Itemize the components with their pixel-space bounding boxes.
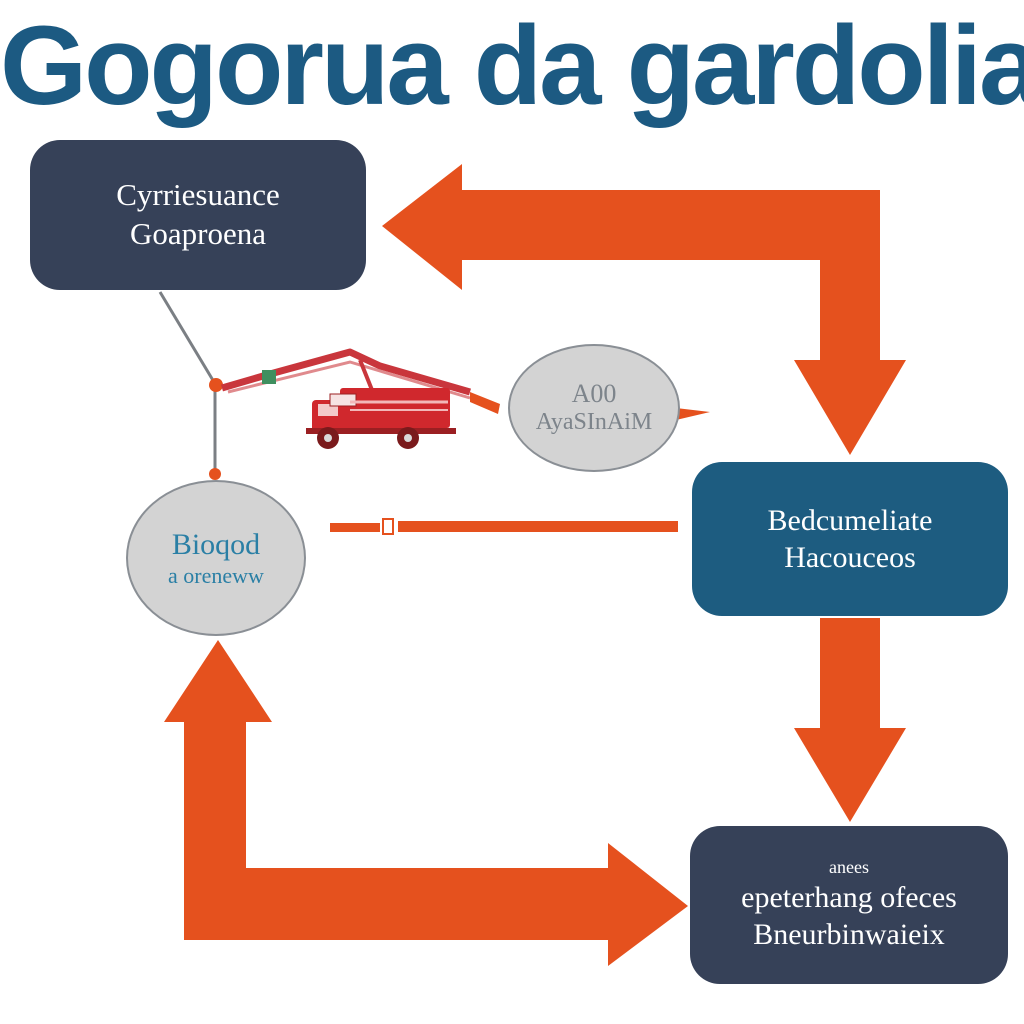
box-bottom-right-line-2: epeterhang ofeces <box>741 880 957 914</box>
connector-horizontal-right <box>398 521 678 532</box>
box-bottom-right-line-1: anees <box>829 857 869 878</box>
box-right-line-1: Bedcumeliate <box>767 503 933 537</box>
box-bottom-right-line-3: Bneurbinwaieix <box>753 918 945 952</box>
arrow-right-down <box>794 618 906 822</box>
box-right: Bedcumeliate Hacouceos <box>692 462 1008 616</box>
connector-horizontal-left <box>330 523 380 532</box>
fire-truck-icon <box>306 388 456 449</box>
box-top-left-line-2: Goaproena <box>130 216 266 251</box>
box-right-line-2: Hacouceos <box>784 541 916 574</box>
connector-gap-mark <box>382 518 394 535</box>
box-top-left-line-1: Cyrriesuance <box>116 177 280 213</box>
circle-top: A00 AyaSInAiM <box>508 344 680 472</box>
connector-line-diagonal <box>158 291 216 383</box>
box-top-left: Cyrriesuance Goaproena <box>30 140 366 290</box>
joint-dot-lower <box>209 468 221 480</box>
circle-left: Bioqod a oreneww <box>126 480 306 636</box>
arrow-top-left <box>382 164 906 455</box>
circle-top-line-2: AyaSInAiM <box>535 409 653 436</box>
small-arrow-marker <box>676 408 710 420</box>
circle-left-line-1: Bioqod <box>171 528 261 562</box>
crane-arm-icon <box>221 348 500 414</box>
box-bottom-right: anees epeterhang ofeces Bneurbinwaieix <box>690 826 1008 984</box>
circle-top-line-1: A00 <box>571 379 617 409</box>
arrow-bottom-loop <box>164 640 688 966</box>
page-title: Gogorua da gardoliai <box>0 3 1024 128</box>
joint-dot <box>209 378 223 392</box>
circle-left-line-2: a oreneww <box>168 562 264 588</box>
